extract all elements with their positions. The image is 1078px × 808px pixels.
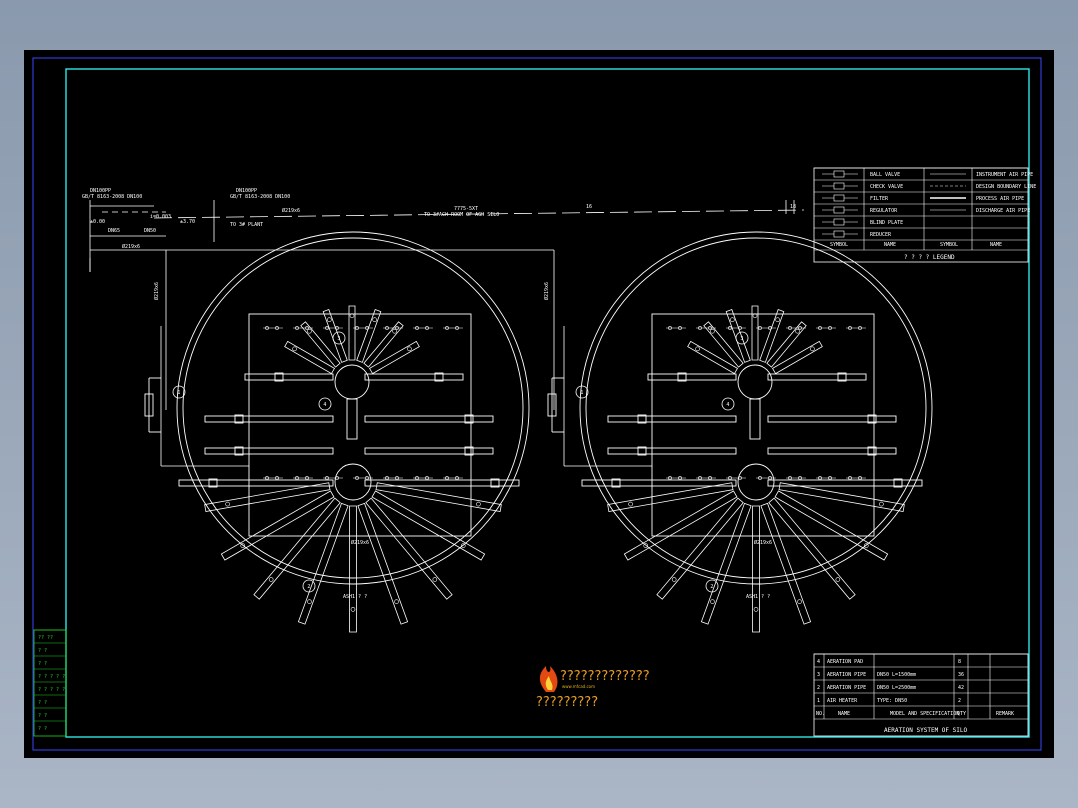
bom-no: 3 bbox=[817, 672, 820, 678]
bom-header: REMARK bbox=[996, 711, 1014, 717]
dn50: DN50 bbox=[144, 228, 156, 234]
inner-frame bbox=[65, 68, 1030, 738]
pipe-label-3: DN100PP bbox=[236, 188, 257, 194]
bom-spec: DN50 L=1500mm bbox=[877, 672, 916, 678]
bom-header: NO. bbox=[816, 711, 825, 717]
span-sub: TO 3#ACH ROOM OF AGH SILO bbox=[424, 212, 499, 218]
svg-text:1: 1 bbox=[580, 390, 583, 396]
bom-qty: 42 bbox=[958, 685, 964, 691]
svg-text:2: 2 bbox=[307, 584, 310, 590]
legend-name: DESIGN BOUNDARY LINE bbox=[976, 184, 1036, 190]
dn65: DN65 bbox=[108, 228, 120, 234]
bom-title: AERATION SYSTEM OF SILO bbox=[884, 727, 967, 734]
elev-a: ±0.00 bbox=[90, 219, 105, 225]
bom-header: NAME bbox=[838, 711, 850, 717]
legend-name: REGULATOR bbox=[870, 208, 898, 214]
pipe-label-2: GB/T 8163-2008 DN100 bbox=[82, 194, 142, 200]
bom-header: QTY bbox=[957, 711, 966, 717]
revision-cell: ? ? ? ? ? bbox=[38, 674, 65, 680]
bom-spec: DN50 L=2500mm bbox=[877, 685, 916, 691]
revision-cell: ?? ?? bbox=[38, 635, 53, 641]
bom-qty: 36 bbox=[958, 672, 964, 678]
callout-3: 3 bbox=[332, 331, 346, 345]
watermark-line2: ????????? bbox=[536, 695, 598, 710]
callout-2: 2 bbox=[302, 579, 316, 593]
bom-spec: TYPE: DN50 bbox=[877, 698, 907, 704]
silo-plan-1 bbox=[144, 231, 530, 633]
bom-header: MODEL AND SPECIFICATION bbox=[890, 711, 959, 717]
to-room: TO 3# PLANT bbox=[230, 222, 263, 228]
legend-name: FILTER bbox=[870, 196, 889, 202]
revision-cell: ? ? bbox=[38, 726, 47, 732]
bom-desc: AERATION PIPE bbox=[827, 685, 866, 691]
legend-header: NAME bbox=[884, 242, 896, 248]
bom-qty: 2 bbox=[958, 698, 961, 704]
svg-text:3: 3 bbox=[740, 336, 743, 342]
top-pipe-run bbox=[89, 200, 805, 410]
callout-4: 4 bbox=[721, 397, 735, 411]
bom-desc: AERATION PIPE bbox=[827, 672, 866, 678]
aeration-drawing: ?? ?? ? ? ? ? ? ? ? ? ? ? ? ? ? ? ? ? ? ? ? ? D… bbox=[32, 57, 1042, 751]
watermark-sub: www.mfcad.com bbox=[562, 684, 595, 689]
bom-qty: 8 bbox=[958, 659, 961, 665]
svg-text:4: 4 bbox=[323, 402, 326, 408]
svg-text:3: 3 bbox=[337, 336, 340, 342]
svg-text:4: 4 bbox=[726, 402, 729, 408]
svg-text:1: 1 bbox=[177, 390, 180, 396]
bom-no: 1 bbox=[817, 698, 820, 704]
riser-right: Ø219x6 bbox=[543, 282, 550, 300]
outer-frame bbox=[32, 57, 1042, 751]
callout-1: 1 bbox=[172, 385, 186, 399]
mark-18: 18 bbox=[790, 204, 796, 210]
svg-text:2: 2 bbox=[710, 584, 713, 590]
callout-2: 2 bbox=[705, 579, 719, 593]
legend-name: PROCESS AIR PIPE bbox=[976, 196, 1024, 202]
legend-name: REDUCER bbox=[870, 232, 892, 238]
callout-4: 4 bbox=[318, 397, 332, 411]
watermark-line1: ????????????? bbox=[560, 669, 650, 684]
revision-block: ?? ?? ? ? ? ? ? ? ? ? ? ? ? ? ? ? ? ? ? ? ? ? bbox=[33, 629, 67, 737]
silo-label: ASH1 ? ? bbox=[746, 594, 770, 600]
legend-header: SYMBOL bbox=[830, 242, 848, 248]
bom-desc: AERATION PAD bbox=[827, 659, 863, 665]
legend-name: INSTRUMENT AIR PIPE bbox=[976, 172, 1033, 178]
callout-1: 1 bbox=[575, 385, 589, 399]
legend-name: DISCHARGE AIR PIPE bbox=[976, 208, 1030, 214]
bom-desc: AIR HEATER bbox=[827, 698, 858, 704]
legend-table: BALL VALVE INSTRUMENT AIR PIPE CHECK VALVE… bbox=[813, 167, 1036, 263]
dim-b: Ø219x6 bbox=[122, 243, 140, 250]
legend-title: ? ? ? ? LEGEND bbox=[904, 254, 955, 261]
watermark: ????????????? www.mfcad.com ????????? bbox=[536, 666, 650, 710]
silo-pipe-label: Ø219x6 bbox=[754, 539, 772, 546]
callout-3: 3 bbox=[735, 331, 749, 345]
pipe-label-1: DN100PP bbox=[90, 188, 111, 194]
legend-header: NAME bbox=[990, 242, 1002, 248]
legend-name: BALL VALVE bbox=[870, 172, 900, 178]
elev-b: ±3.70 bbox=[180, 219, 195, 225]
revision-cell: ? ? ? ? ? bbox=[38, 687, 65, 693]
span-note: 7775-5XT bbox=[454, 206, 478, 212]
bom-no: 2 bbox=[817, 685, 820, 691]
revision-cell: ? ? bbox=[38, 648, 47, 654]
cad-viewport[interactable]: ?? ?? ? ? ? ? ? ? ? ? ? ? ? ? ? ? ? ? ? ? ? ? D… bbox=[24, 50, 1054, 758]
silo-pipe-label: Ø219x6 bbox=[351, 539, 369, 546]
bom-no: 4 bbox=[817, 659, 820, 665]
silo-label: ASH1 ? ? bbox=[343, 594, 367, 600]
dim-a: Ø219x6 bbox=[282, 207, 300, 214]
pipe-text: DN100PP GB/T 8163-2008 DN100 DN100PP GB/… bbox=[82, 188, 796, 300]
legend-name: CHECK VALVE bbox=[870, 184, 903, 190]
legend-name: BLIND PLATE bbox=[870, 220, 903, 226]
mark-16: 16 bbox=[586, 204, 592, 210]
slope: i=0.003 bbox=[150, 214, 171, 220]
legend-header: SYMBOL bbox=[940, 242, 958, 248]
riser-left: Ø219x6 bbox=[153, 282, 160, 300]
pipe-label-4: GB/T 8163-2008 DN100 bbox=[230, 194, 290, 200]
revision-cell: ? ? bbox=[38, 700, 47, 706]
silo-plan-2 bbox=[547, 231, 933, 633]
revision-cell: ? ? bbox=[38, 713, 47, 719]
revision-cell: ? ? bbox=[38, 661, 47, 667]
